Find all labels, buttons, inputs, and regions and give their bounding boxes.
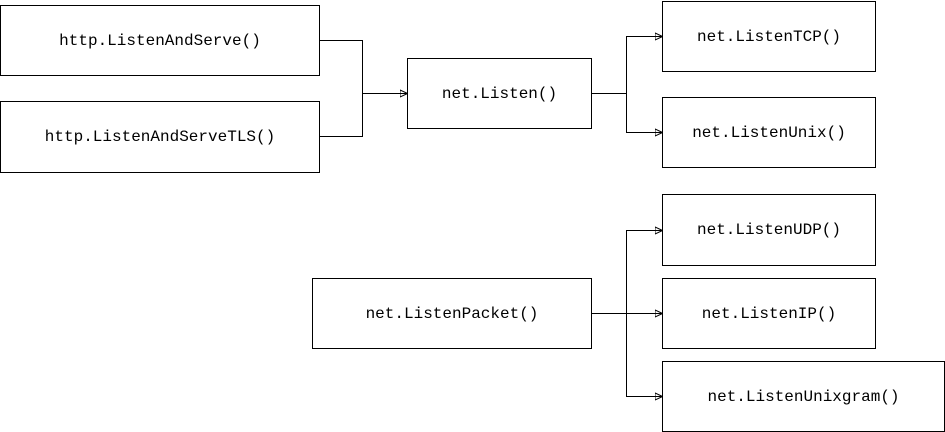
edge-listenpacket-to-listenunixgram <box>626 313 663 397</box>
node-net-listenpacket: net.ListenPacket() <box>312 278 592 349</box>
edge-listenpacket-to-listenudp <box>626 231 663 314</box>
node-label: net.ListenTCP() <box>696 27 842 46</box>
edge-listen-to-listentcp <box>626 37 663 94</box>
node-label: net.Listen() <box>441 84 558 103</box>
node-net-listen: net.Listen() <box>407 58 592 129</box>
node-label: http.ListenAndServeTLS() <box>44 128 276 146</box>
node-label: net.ListenPacket() <box>365 304 539 323</box>
node-label: net.ListenUnix() <box>692 123 846 142</box>
node-net-listenip: net.ListenIP() <box>662 278 876 349</box>
edge-listenandserve-to-merge <box>319 40 363 94</box>
node-label: net.ListenIP() <box>701 304 837 323</box>
node-http-listenandservetls: http.ListenAndServeTLS() <box>0 101 320 173</box>
node-net-listenudp: net.ListenUDP() <box>662 194 876 266</box>
node-label: net.ListenUnixgram() <box>707 387 900 406</box>
node-net-listenunixgram: net.ListenUnixgram() <box>662 361 945 432</box>
node-label: http.ListenAndServe() <box>59 31 261 50</box>
node-net-listenunix: net.ListenUnix() <box>662 97 876 168</box>
node-net-listentcp: net.ListenTCP() <box>662 1 876 72</box>
node-label: net.ListenUDP() <box>696 221 842 239</box>
edge-listen-to-listenunix <box>626 93 663 133</box>
edge-listenandservetls-to-merge <box>319 93 363 137</box>
node-http-listenandserve: http.ListenAndServe() <box>0 5 320 76</box>
